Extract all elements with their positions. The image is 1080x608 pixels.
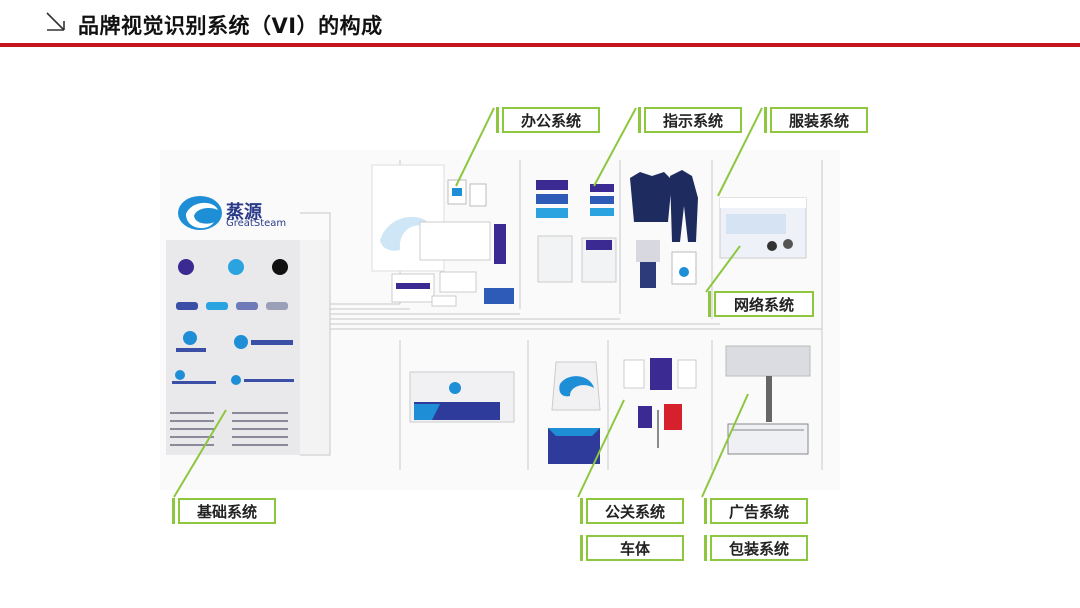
label-tick [708,291,711,317]
brand-logo-icon [178,196,222,230]
vehicle-items [409,371,515,423]
apparel-items [630,170,698,288]
ads-system-label: 广告系统 [704,498,808,524]
web-system-text: 网络系统 [733,295,794,314]
brand-name-en: GreatSteam [226,218,287,229]
basic-system-panel [166,196,330,455]
packaging-system-text: 包装系统 [728,539,789,558]
office-system-label: 办公系统 [496,107,600,133]
label-tick [580,535,583,561]
pr-items [623,358,697,448]
signage-system-text: 指示系统 [662,111,723,130]
brand-color-black-swatch [272,259,288,275]
office-system-text: 办公系统 [520,111,581,130]
web-system-label: 网络系统 [708,291,814,317]
apparel-system-label: 服装系统 [764,107,868,133]
packaging-items [548,361,601,464]
vehicle-label: 车体 [580,535,684,561]
vehicle-text: 车体 [619,539,650,558]
basic-system-text: 基础系统 [196,502,257,521]
label-tick [172,498,175,524]
signage-system-label: 指示系统 [638,107,742,133]
label-tick [704,535,707,561]
corner-arrow-icon [46,12,65,31]
label-tick [704,498,707,524]
typeface-samples [170,412,288,446]
ads-system-text: 广告系统 [728,502,789,521]
title-divider [0,43,1080,47]
connector-lines [300,160,823,470]
brand-color-blue-swatch [228,259,244,275]
signage-system-items [536,180,617,283]
packaging-system-label: 包装系统 [704,535,808,561]
office-system-items [371,164,514,307]
ads-items [725,345,811,455]
logo-variants [172,302,294,385]
web-system-items [719,197,807,259]
label-tick [496,107,499,133]
brand-color-purple-swatch [178,259,194,275]
brand-name-cn: 蒸源 [226,202,262,223]
page-title: 品牌视觉识别系统（VI）的构成 [78,14,383,38]
label-tick [638,107,641,133]
title-bar: 品牌视觉识别系统（VI）的构成 [0,0,1080,48]
pr-system-label: 公关系统 [580,498,684,524]
apparel-system-text: 服装系统 [788,111,849,130]
label-tick [580,498,583,524]
label-pointer-lines [173,107,763,498]
label-tick [764,107,767,133]
pr-system-text: 公关系统 [604,502,665,521]
basic-system-label: 基础系统 [172,498,276,524]
